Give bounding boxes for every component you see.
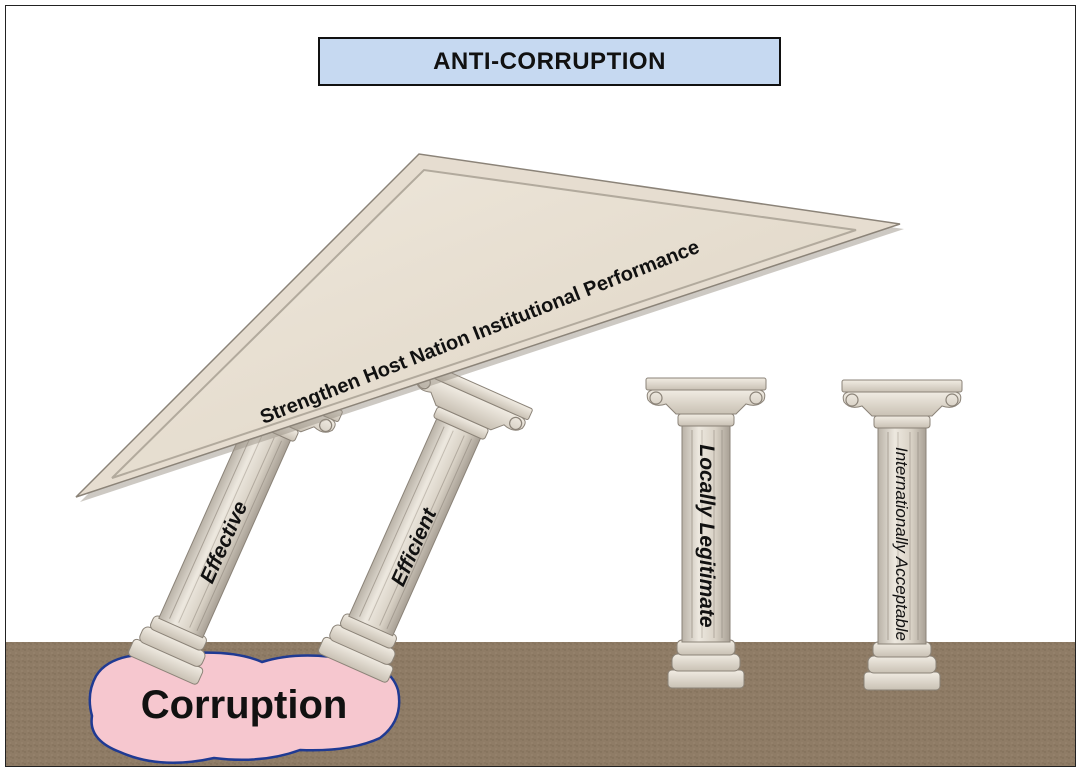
- roof-pediment: [75, 153, 904, 502]
- pillar-label-internationally-acceptable: Internationally Acceptable: [892, 447, 911, 641]
- corruption-label: Corruption: [141, 683, 348, 727]
- pillar-label-locally-legitimate: Locally Legitimate: [695, 444, 718, 628]
- corruption-puddle: [88, 651, 401, 765]
- slide-title: ANTI-CORRUPTION: [318, 37, 781, 86]
